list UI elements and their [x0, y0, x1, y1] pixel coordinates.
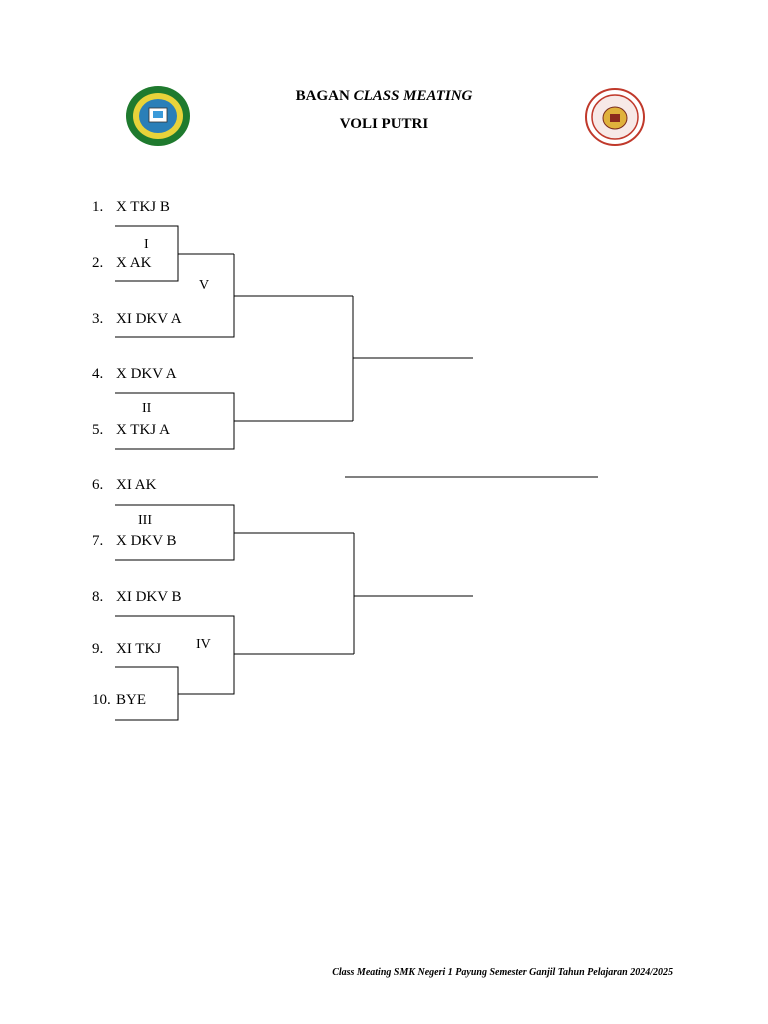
team-entry: 3.XI DKV A: [92, 311, 182, 327]
team-entry: 7.X DKV B: [92, 533, 177, 549]
team-entry: 5.X TKJ A: [92, 422, 170, 438]
team-entry: 6.XI AK: [92, 477, 157, 493]
match-label-iii: III: [138, 513, 152, 528]
team-entry: 8.XI DKV B: [92, 589, 182, 605]
page-title: BAGAN CLASS MEATING: [295, 88, 473, 104]
page-subtitle: VOLI PUTRI: [339, 116, 429, 132]
page-footer: Class Meating SMK Negeri 1 Payung Semest…: [332, 967, 673, 978]
right-school-logo: [585, 88, 645, 146]
team-entry: 9.XI TKJ: [92, 641, 162, 657]
team-entry: 2.X AK: [92, 255, 152, 271]
team-entry: 10.BYE: [92, 692, 146, 708]
left-school-logo: [126, 86, 190, 146]
match-label-v: V: [199, 278, 210, 293]
match-label-ii: II: [142, 401, 152, 416]
team-entry: 4.X DKV A: [92, 366, 177, 382]
match-label-i: I: [144, 237, 149, 252]
team-entry: 1.X TKJ B: [92, 199, 170, 215]
match-label-iv: IV: [196, 637, 211, 652]
